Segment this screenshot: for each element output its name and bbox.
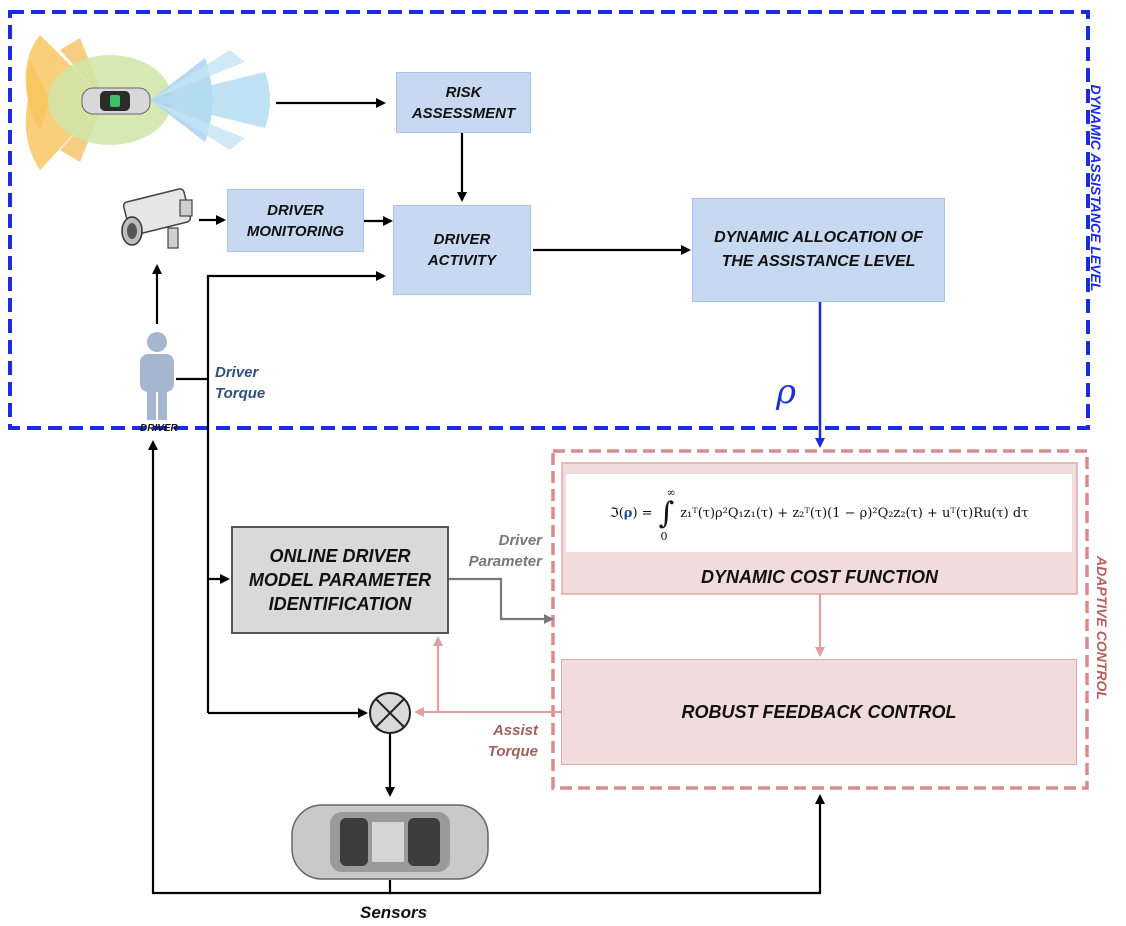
driver-torque-label: Driver Torque (215, 364, 266, 402)
driver-person-icon (140, 332, 174, 420)
driver-monitoring-block: DRIVER MONITORING (227, 189, 364, 252)
car-sensor-coverage-icon (25, 35, 270, 170)
equation-lhs-close: ) = (632, 505, 653, 521)
sensors-feedback-to-control (390, 794, 825, 895)
assistance-level-frame (8, 10, 1090, 430)
risk-assessment-block: RISK ASSESSMENT (396, 72, 531, 133)
driver-parameter-label: Driver Parameter (468, 532, 542, 570)
driver-label: DRIVER (140, 423, 178, 434)
sensors-feedback-to-driver (148, 440, 392, 895)
camera-icon (121, 188, 193, 249)
driver-activity-block: DRIVER ACTIVITY (393, 205, 531, 295)
rho-symbol: ρ (776, 372, 796, 412)
online-identification-block: ONLINE DRIVER MODEL PARAMETER IDENTIFICA… (231, 526, 449, 634)
dynamic-allocation-block: DYNAMIC ALLOCATION OF THE ASSISTANCE LEV… (692, 198, 945, 302)
dynamic-cost-function-label: DYNAMIC COST FUNCTION (701, 566, 938, 587)
equation-lhs: ℑ( (609, 505, 624, 521)
sensors-label: Sensors (360, 903, 428, 922)
dynamic-assistance-level-title: DYNAMIC ASSISTANCE LEVEL (1088, 84, 1104, 292)
summing-junction-icon (369, 692, 411, 734)
adaptive-control-title: ADAPTIVE CONTROL (1094, 556, 1110, 700)
assist-torque-label: Assist Torque (487, 722, 538, 760)
equation-body: z₁ᵀ(τ)ρ²Q₁z₁(τ) + z₂ᵀ(τ)(1 − ρ)²Q₂z₂(τ) … (680, 505, 1029, 521)
car-topview-icon (291, 804, 489, 880)
driver-parameter-arrow (449, 577, 554, 624)
equation-integral: ∫∞0 (658, 485, 676, 543)
robust-feedback-control-block: ROBUST FEEDBACK CONTROL (561, 659, 1077, 765)
equation-rho: ρ (623, 505, 633, 521)
cost-function-equation: ℑ(ρ) = ∫∞0 z₁ᵀ(τ)ρ²Q₁z₁(τ) + z₂ᵀ(τ)(1 − … (566, 474, 1072, 552)
driver-torque-to-activity (206, 271, 386, 713)
